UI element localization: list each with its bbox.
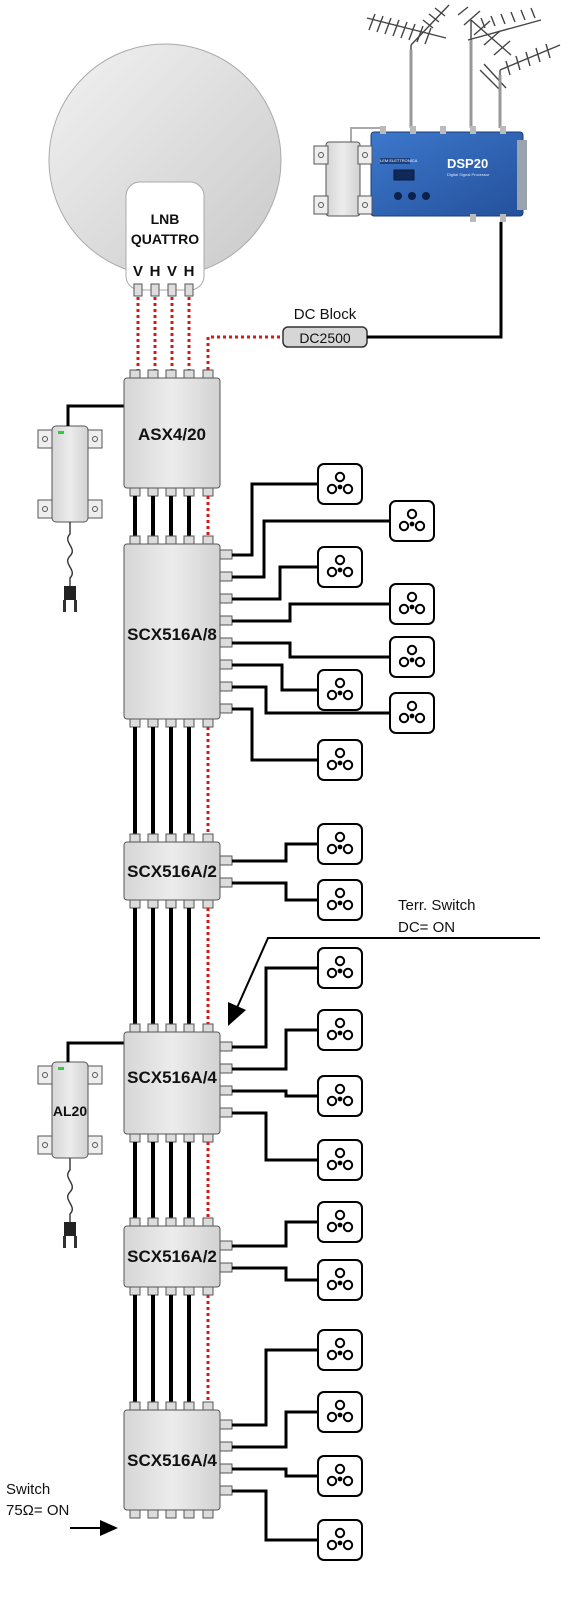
- outlet-cables-2: [232, 842, 318, 902]
- antenna-feed-cables: [350, 40, 502, 142]
- trunk-cables-1: [133, 496, 191, 536]
- wall-outlet-icon: [317, 463, 363, 505]
- lnb-pol-3: V: [167, 263, 177, 280]
- lnb-pol-2: H: [150, 263, 161, 280]
- lnb-pol-1: V: [133, 263, 143, 280]
- multiswitch-3-model: SCX516A/4: [127, 1068, 217, 1087]
- multiswitch-1-model: SCX516A/8: [127, 625, 217, 644]
- asx-model: ASX4/20: [138, 425, 206, 444]
- dsp20-processor: LEM ELETTRONICA DSP20 Digital Signal Pro…: [370, 126, 527, 222]
- dc-block: [282, 222, 503, 348]
- outlet-cables-4: [232, 1220, 318, 1282]
- wall-outlet-icon: [317, 739, 363, 781]
- wall-outlet-icon: [317, 1009, 363, 1051]
- trunk-cables-4: [133, 1142, 191, 1218]
- term-switch-line2: 75Ω= ON: [6, 1502, 69, 1519]
- dsp-subtitle: Digital Signal Processor: [447, 172, 490, 177]
- multiswitch-1: [123, 535, 233, 728]
- wall-outlet-icon: [317, 1519, 363, 1561]
- wall-outlet-icon: [317, 1455, 363, 1497]
- outlet-cables-1: [232, 482, 390, 762]
- multiswitch-5-model: SCX516A/4: [127, 1451, 217, 1470]
- dc-block-caption: DC Block: [294, 306, 357, 323]
- terr-switch-line1: Terr. Switch: [398, 897, 476, 914]
- trunk-cables-5: [133, 1295, 191, 1402]
- power-supply-2: [37, 1041, 124, 1248]
- psu2-model: AL20: [53, 1103, 87, 1119]
- terrestrial-antenna-icon: [366, 4, 561, 125]
- lnb-label-2: QUATTRO: [131, 231, 199, 247]
- wall-outlet-icon: [317, 947, 363, 989]
- asx-amplifier: [123, 369, 221, 497]
- outlet-cables-3: [232, 966, 318, 1162]
- terr-switch-arrow: [228, 937, 540, 1026]
- multiswitch-2-model: SCX516A/2: [127, 862, 217, 881]
- wall-outlet-icon: [317, 1329, 363, 1371]
- wall-outlet-icon: [317, 879, 363, 921]
- multiswitch-4-model: SCX516A/2: [127, 1247, 217, 1266]
- wall-outlet-icon: [317, 1075, 363, 1117]
- wall-outlet-icon: [389, 500, 435, 542]
- term-switch-arrow: [70, 1520, 118, 1536]
- wall-outlet-icon: [389, 692, 435, 734]
- dsp-brand: LEM ELETTRONICA: [380, 158, 418, 163]
- multiswitch-5: [123, 1401, 233, 1519]
- multiswitch-4: [123, 1217, 233, 1296]
- wall-outlet-icon: [317, 546, 363, 588]
- terr-switch-line2: DC= ON: [398, 919, 455, 936]
- wall-outlet-icon: [317, 1201, 363, 1243]
- multiswitch-2: [123, 833, 233, 909]
- lnb-pol-4: H: [184, 263, 195, 280]
- term-switch-line1: Switch: [6, 1481, 50, 1498]
- lnb-label-1: LNB: [151, 211, 180, 227]
- wall-outlet-icon: [317, 1259, 363, 1301]
- wall-outlet-icon: [317, 669, 363, 711]
- wall-outlets: [317, 463, 435, 1561]
- satellite-dish-icon: [48, 43, 282, 297]
- dsp-title: DSP20: [447, 156, 488, 171]
- dsp-power-supply: [313, 141, 373, 217]
- wall-outlet-icon: [317, 1139, 363, 1181]
- power-supply-1: [37, 404, 124, 612]
- wall-outlet-icon: [389, 636, 435, 678]
- wall-outlet-icon: [317, 823, 363, 865]
- dc-block-model: DC2500: [299, 330, 351, 346]
- wall-outlet-icon: [389, 583, 435, 625]
- multiswitch-3: [123, 1023, 233, 1143]
- wall-outlet-icon: [317, 1391, 363, 1433]
- lnb-feed-lines: [136, 297, 282, 370]
- trunk-cables-3: [133, 908, 191, 1024]
- outlet-cables-5: [232, 1348, 318, 1542]
- trunk-cables-2: [133, 727, 191, 834]
